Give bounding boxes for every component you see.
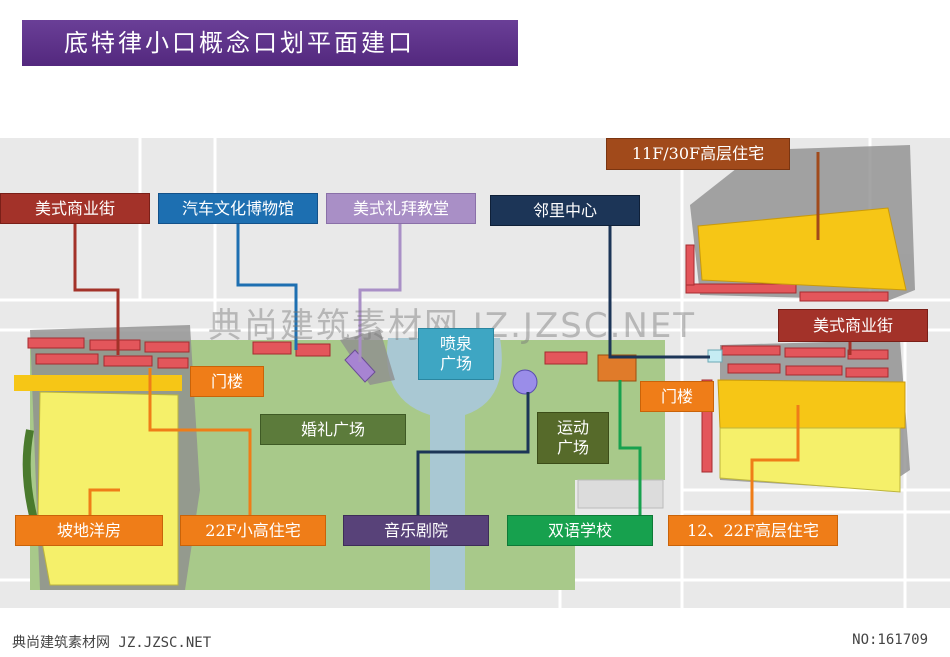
label-neighborhood-center: 邻里中心 — [490, 195, 640, 226]
label-gate-right: 门楼 — [640, 381, 714, 412]
label-highrise-11-30: 11F/30F高层住宅 — [606, 138, 790, 170]
label-slope-villa: 坡地洋房 — [15, 515, 163, 546]
page-title: 底特律小口概念口划平面建口 — [22, 20, 518, 66]
label-music-theater: 音乐剧院 — [343, 515, 489, 546]
label-highrise-12-22: 12、22F高层住宅 — [668, 515, 838, 546]
label-car-museum: 汽车文化博物馆 — [158, 193, 318, 224]
label-commercial-street-left: 美式商业街 — [0, 193, 150, 224]
label-fountain-square: 喷泉 广场 — [418, 328, 494, 380]
label-midrise-22f: 22F小高住宅 — [180, 515, 326, 546]
label-church: 美式礼拜教堂 — [326, 193, 476, 224]
label-wedding-square: 婚礼广场 — [260, 414, 406, 445]
label-gate-left: 门楼 — [190, 366, 264, 397]
footer-site-name: 典尚建筑素材网 JZ.JZSC.NET — [12, 635, 212, 651]
label-bilingual-school: 双语学校 — [507, 515, 653, 546]
label-commercial-street-right: 美式商业街 — [778, 309, 928, 342]
footer-number: NO:161709 — [852, 632, 928, 648]
label-sports-square: 运动 广场 — [537, 412, 609, 464]
